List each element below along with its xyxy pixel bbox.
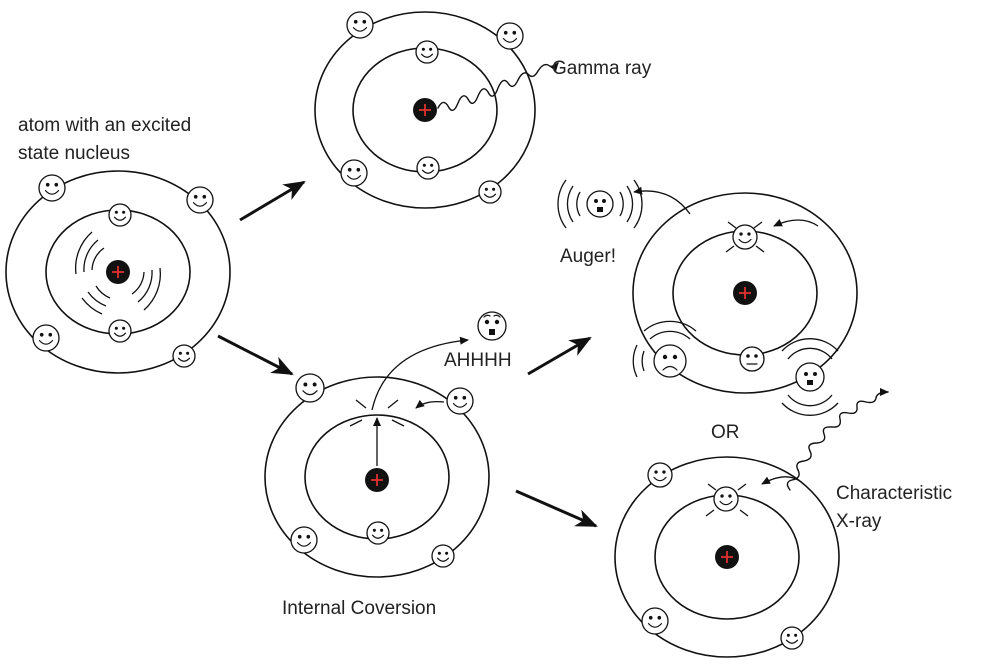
smiley-electron-icon (496, 22, 524, 50)
auger-electron-icon (557, 179, 643, 229)
xray-label-line1: Characteristic (836, 483, 952, 504)
nucleus-icon (733, 281, 757, 305)
smiley-electron-icon (186, 186, 214, 214)
outer-orbit (614, 456, 840, 658)
smiley-electron-icon (641, 607, 669, 635)
smiley-electron-icon (366, 521, 390, 545)
outer-orbit (314, 11, 536, 209)
xray-wavy-arrow-icon (786, 388, 889, 491)
incoming-electron-arrow (415, 399, 445, 409)
or-label: OR (711, 422, 740, 443)
nucleus-icon (365, 468, 389, 492)
electrons (32, 11, 804, 650)
smiley-electron-icon (647, 462, 673, 488)
smiley-electron-icon (415, 40, 439, 64)
smiley-electron-icon (108, 203, 132, 227)
smiley-electron-icon (290, 526, 318, 554)
auger-label: Auger! (560, 246, 616, 267)
vibration-icon (74, 231, 162, 315)
scared-face-icon (477, 311, 507, 341)
ejection-arrow (371, 336, 469, 411)
excited-atom-label-line1: atom with an excited (18, 115, 191, 136)
smiley-electron-icon (780, 626, 804, 650)
smiley-electron-icon (732, 224, 758, 250)
nucleus-icon (106, 260, 130, 284)
internal-conversion-label: Internal Coversion (282, 598, 436, 619)
outer-orbit (264, 376, 490, 578)
smiley-electron-icon (340, 159, 368, 187)
sparkle-icon (705, 483, 749, 517)
arrow-to-vacancy (773, 219, 819, 227)
surprised-face-icon (781, 338, 839, 416)
ahhhh-label: AHHHH (444, 350, 512, 371)
smiley-electron-icon (32, 324, 60, 352)
xray-label-line2: X-ray (836, 511, 882, 532)
gamma-ray-label: Gamma ray (552, 58, 652, 79)
arrow-to-gamma (239, 180, 306, 222)
outer-orbit (5, 170, 231, 374)
outer-orbit (632, 192, 858, 394)
sparkle-icon (349, 399, 405, 427)
arrow-to-internal-conversion (217, 334, 294, 376)
gamma-ray-wavy-arrow-icon (437, 62, 559, 111)
neutral-face-icon (739, 346, 765, 372)
smiley-electron-icon (431, 544, 455, 568)
sad-face-icon (632, 320, 697, 378)
smiley-electron-icon (38, 174, 66, 202)
excited-atom-label-line2: state nucleus (18, 143, 130, 164)
arrow-to-auger (527, 336, 592, 376)
smiley-electron-icon (713, 486, 739, 512)
smiley-electron-icon (172, 344, 196, 368)
smiley-electron-icon (416, 156, 440, 180)
smiley-electron-icon (446, 387, 474, 415)
nucleus-icon (715, 545, 739, 569)
smiley-electron-icon (478, 180, 502, 204)
sparkle-icon (725, 221, 765, 253)
nucleus-icon (413, 98, 437, 122)
smiley-electron-icon (108, 319, 132, 343)
smiley-electron-icon (295, 373, 325, 403)
smiley-electron-icon (346, 11, 374, 39)
arrow-to-xray (515, 489, 598, 528)
